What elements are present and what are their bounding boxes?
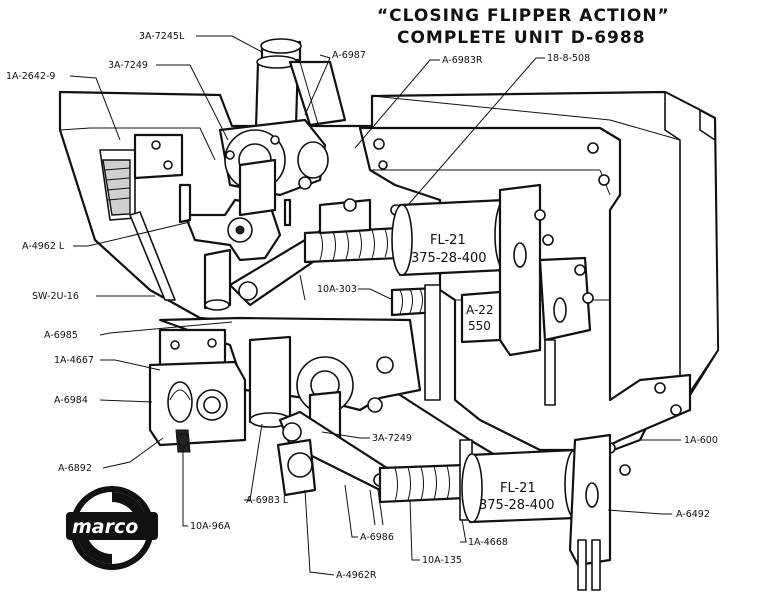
callout-a6983l: A-6983 L (246, 495, 289, 506)
lower-coil-name: FL-21 (500, 481, 536, 496)
lower-coil-part: 375-28-400 (479, 498, 555, 513)
callout-18-8-508: 18-8-508 (547, 53, 590, 64)
callout-10a96a: 10A-96A (190, 521, 231, 532)
a22-value: 550 (468, 319, 491, 333)
callout-3a7249-bot: 3A-7249 (372, 433, 412, 444)
diagram-title-line2: COMPLETE UNIT D-6988 (397, 28, 646, 48)
callout-10a135: 10A-135 (422, 555, 462, 566)
callout-labels: 3A-7245L A-6987 A-6983R 18-8-508 1A-2642… (6, 31, 718, 581)
logo-text: marco (72, 516, 138, 538)
upper-coil-part: 375-28-400 (411, 251, 487, 266)
callout-a6492: A-6492 (676, 509, 710, 520)
callout-a4962r: A-4962R (336, 570, 377, 581)
upper-flipper-crank (178, 183, 282, 262)
diagram-title-line1: “CLOSING FLIPPER ACTION” (377, 6, 670, 26)
callout-1a600: 1A-600 (684, 435, 718, 446)
callout-a6984: A-6984 (54, 395, 88, 406)
upper-coil-name: FL-21 (430, 233, 466, 248)
callout-sw2u16: SW-2U-16 (32, 291, 79, 302)
callout-a6983r: A-6983R (442, 55, 483, 66)
callout-a4962l: A-4962 L (22, 241, 65, 252)
upper-coil: FL-21 375-28-400 (391, 198, 516, 277)
callout-a6986: A-6986 (360, 532, 394, 543)
callout-1a4668: 1A-4668 (468, 537, 508, 548)
marco-logo: marco (66, 486, 158, 570)
callout-3a7249-top: 3A-7249 (108, 60, 148, 71)
callout-leaders (69, 35, 681, 576)
callout-1a2642-9: 1A-2642-9 (6, 71, 55, 82)
callout-a6987: A-6987 (332, 50, 366, 61)
a22-label: A-22 (466, 303, 494, 317)
callout-1a4667: 1A-4667 (54, 355, 94, 366)
upper-flipper-shaft (218, 38, 347, 227)
callout-a6985: A-6985 (44, 330, 78, 341)
eos-switch-stack (99, 133, 184, 301)
lower-coil: FL-21 375-28-400 (461, 448, 586, 524)
lower-coil-bracket (568, 433, 612, 591)
lower-plunger-spring (378, 439, 473, 521)
callout-a6892: A-6892 (58, 463, 92, 474)
lower-eos-switch (148, 360, 247, 453)
callout-3a7245l: 3A-7245L (139, 31, 185, 42)
callout-10a303: 10A-303 (317, 284, 357, 295)
upper-coil-stop: A-22 550 (390, 183, 594, 406)
